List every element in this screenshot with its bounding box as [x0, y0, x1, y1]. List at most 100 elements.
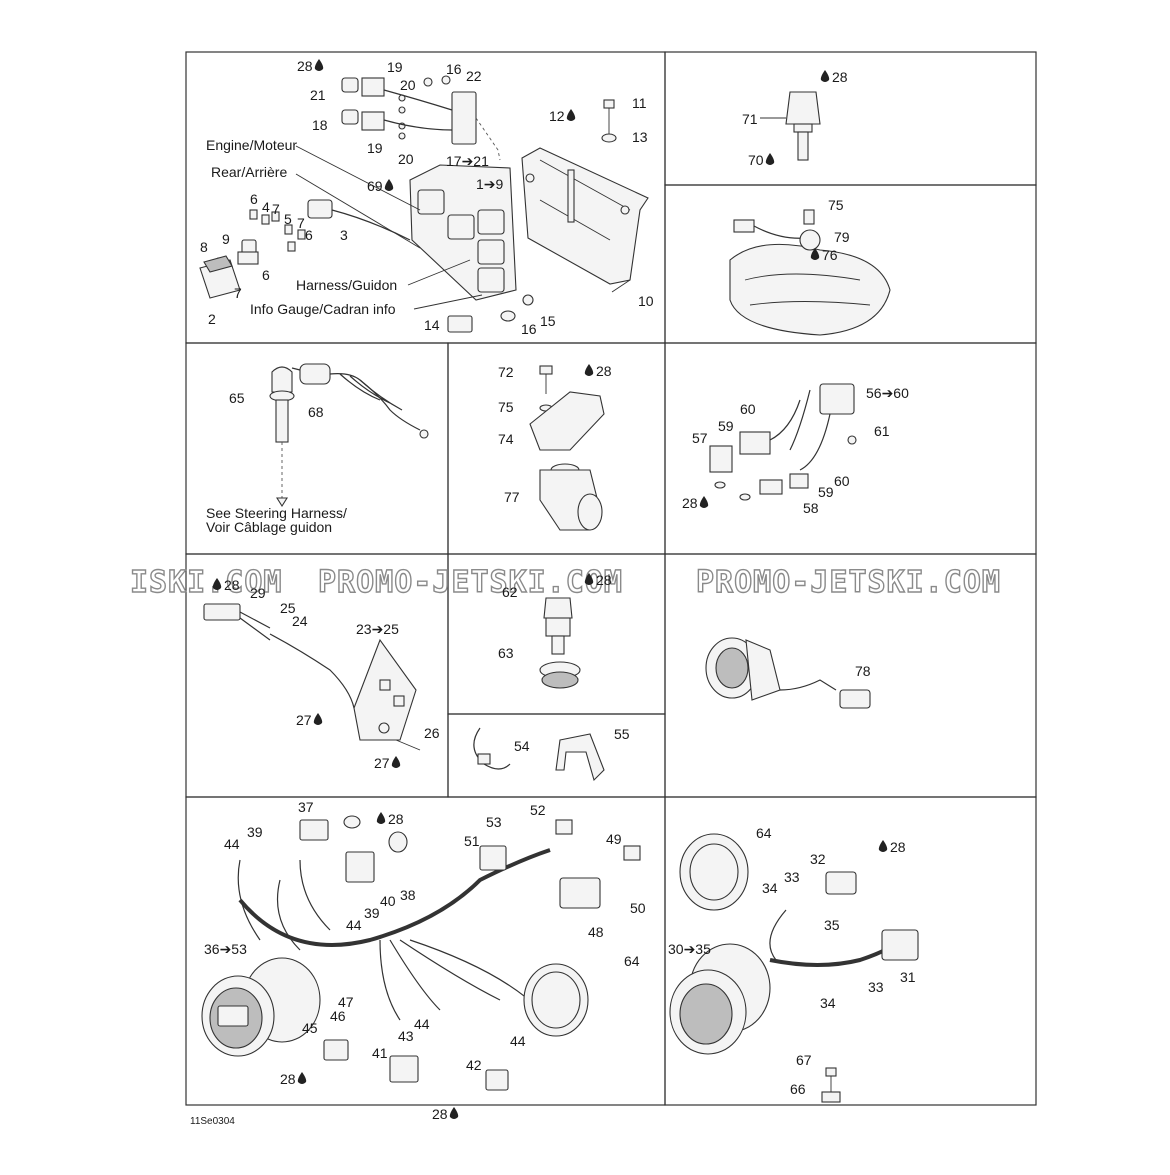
callout-label: 47 — [338, 994, 354, 1010]
callout-label: 13 — [632, 129, 648, 145]
info-gauge-label: Info Gauge/Cadran info — [250, 301, 396, 317]
panel-sensor-71 — [760, 91, 821, 161]
panel-gauge — [669, 833, 919, 1103]
panel-sensor-75 — [729, 209, 891, 336]
callout-label: 64 — [756, 825, 772, 841]
callout-label: 62 — [502, 584, 518, 600]
callout-label: 44 — [510, 1033, 526, 1049]
oil-drop-icon — [384, 179, 394, 191]
callout-label: 28 — [388, 811, 404, 827]
panel-key — [269, 363, 429, 508]
voir-cablage-label: Voir Câblage guidon — [206, 519, 332, 535]
callout-label: 63 — [498, 645, 514, 661]
callout-label: 19 — [367, 140, 383, 156]
panel-sensor-62 — [539, 597, 581, 689]
callout-label: 10 — [638, 293, 654, 309]
callout-label: 29 — [250, 585, 266, 601]
oil-drop-icon — [584, 573, 594, 585]
callout-label: 58 — [803, 500, 819, 516]
harness-label: Harness/Guidon — [296, 277, 397, 293]
callout-label: 35 — [824, 917, 840, 933]
callout-label: 28 — [682, 495, 698, 511]
callout-label: 25 — [280, 600, 296, 616]
callout-label: 1➔9 — [476, 176, 504, 192]
watermark-3: PROMO-JETSKI.COM — [696, 565, 1001, 600]
callout-label: 18 — [312, 117, 328, 133]
callout-label: 75 — [828, 197, 844, 213]
callout-label: 53 — [486, 814, 502, 830]
callout-label: 27 — [296, 712, 312, 728]
callout-label: 27 — [374, 755, 390, 771]
callout-label: 49 — [606, 831, 622, 847]
callout-label: 48 — [588, 924, 604, 940]
oil-drop-icon — [584, 364, 594, 376]
panel-ecm-texts: Engine/Moteur Rear/Arrière Harness/Guido… — [206, 137, 397, 317]
callout-label: 51 — [464, 833, 480, 849]
callout-label: 28 — [596, 363, 612, 379]
panel-throttle — [203, 603, 421, 751]
callout-label: 19 — [387, 59, 403, 75]
callout-label: 34 — [762, 880, 778, 896]
oil-drop-icon — [314, 59, 324, 71]
callout-label: 28 — [280, 1071, 296, 1087]
callout-label: 23➔25 — [356, 621, 399, 637]
reference-code: 11Se0304 — [190, 1116, 235, 1127]
callout-label: 45 — [302, 1020, 318, 1036]
callout-label: 65 — [229, 390, 245, 406]
callout-label: 74 — [498, 431, 514, 447]
callout-label: 28 — [832, 69, 848, 85]
callout-label: 57 — [692, 430, 708, 446]
callout-label: 6 — [262, 267, 270, 283]
callout-label: 28 — [297, 58, 313, 74]
panel-sensor-78 — [705, 637, 871, 709]
callout-label: 40 — [380, 893, 396, 909]
callout-label: 3 — [340, 227, 348, 243]
see-steering-label: See Steering Harness/ — [206, 505, 347, 521]
panel-bracket — [529, 365, 605, 531]
oil-drop-icon — [449, 1107, 459, 1119]
callout-label: 30➔35 — [668, 941, 711, 957]
callout-label: 20 — [400, 77, 416, 93]
callout-label: 52 — [530, 802, 546, 818]
callout-label: 59 — [818, 484, 834, 500]
rear-label: Rear/Arrière — [211, 164, 287, 180]
panel-clips — [473, 727, 605, 782]
callout-label: 33 — [784, 869, 800, 885]
oil-drop-icon — [297, 1072, 307, 1084]
callout-label: 17➔21 — [446, 153, 489, 169]
callout-label: 37 — [298, 799, 314, 815]
callout-label: 44 — [346, 917, 362, 933]
oil-drop-icon — [376, 812, 386, 824]
oil-drop-icon — [878, 840, 888, 852]
callout-label: 7 — [297, 215, 305, 231]
callout-label: 15 — [540, 313, 556, 329]
oil-drop-icon — [566, 109, 576, 121]
callout-label: 33 — [868, 979, 884, 995]
callout-label: 44 — [414, 1016, 430, 1032]
callout-label: 39 — [364, 905, 380, 921]
callout-label: 9 — [222, 231, 230, 247]
callout-label: 75 — [498, 399, 514, 415]
callout-label: 22 — [466, 68, 482, 84]
callout-label: 70 — [748, 152, 764, 168]
watermarks: ISKI.COM PROMO-JETSKI.COM PROMO-JETSKI.C… — [129, 564, 1001, 600]
callout-label: 28 — [224, 577, 240, 593]
callout-label: 67 — [796, 1052, 812, 1068]
callout-label: 76 — [822, 247, 838, 263]
callout-label: 46 — [330, 1008, 346, 1024]
callout-label: 2 — [208, 311, 216, 327]
callout-label: 77 — [504, 489, 520, 505]
watermark-2: PROMO-JETSKI.COM — [318, 565, 623, 600]
callout-label: 38 — [400, 887, 416, 903]
callout-label: 79 — [834, 229, 850, 245]
callout-label: 44 — [224, 836, 240, 852]
callout-label: 34 — [820, 995, 836, 1011]
callout-label: 7 — [272, 201, 280, 217]
panel-module-56 — [709, 383, 857, 501]
panel-ecm — [199, 75, 649, 333]
callout-label: 50 — [630, 900, 646, 916]
callout-label: 59 — [718, 418, 734, 434]
callout-label: 60 — [740, 401, 756, 417]
callout-label: 21 — [310, 87, 326, 103]
